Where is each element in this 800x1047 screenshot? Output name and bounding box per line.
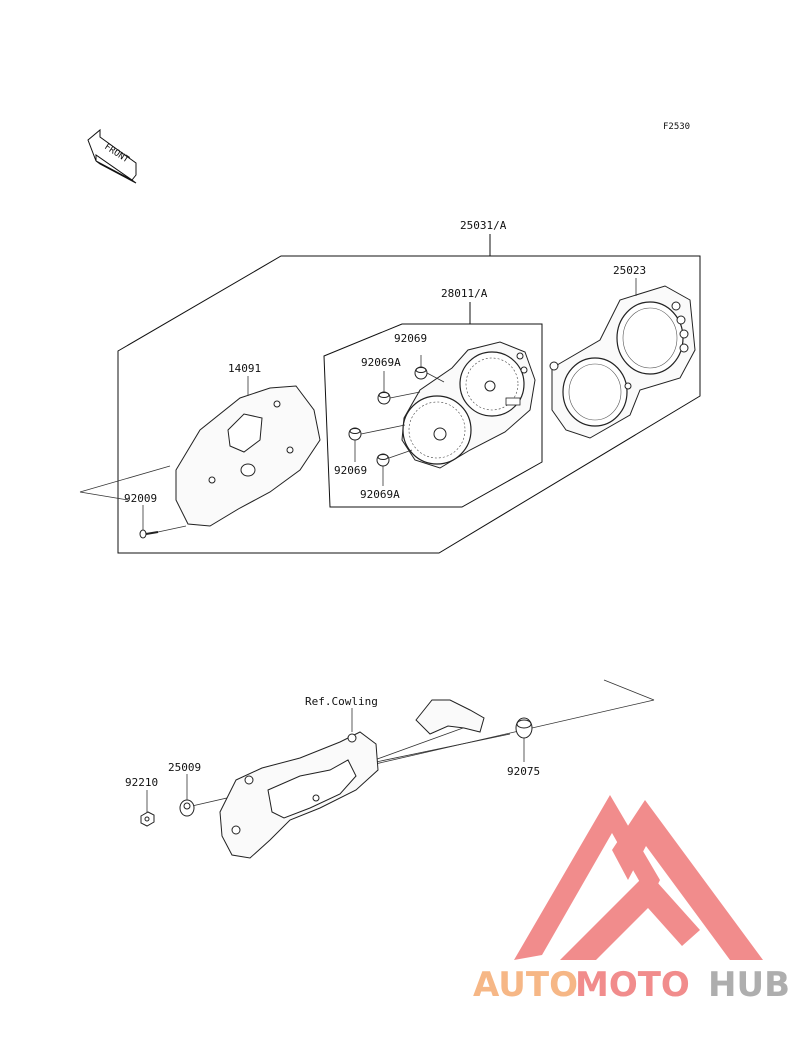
label-ref-cowling: Ref.Cowling [305, 695, 378, 708]
label-25023: 25023 [613, 264, 646, 277]
automotohub-logo: AUTO MOTO HUB [473, 795, 790, 1005]
bulb-92069A-top [377, 391, 391, 405]
figure-code: F2530 [663, 122, 690, 132]
meter-unit-outline [323, 323, 543, 508]
label-28011A: 28011/A [441, 287, 488, 300]
nut-part [140, 811, 155, 827]
assembly-outline [117, 255, 701, 554]
meter-cover-part [175, 385, 321, 527]
meter-unit-part [401, 341, 536, 469]
bulb-92069-top [414, 366, 428, 380]
damper-part [515, 717, 533, 739]
label-14091: 14091 [228, 362, 261, 375]
logo-word-moto: MOTO [575, 965, 690, 1005]
washer-part [179, 799, 195, 817]
bulb-92069A-bottom [376, 453, 390, 467]
logo-word-hub: HUB [708, 965, 790, 1005]
label-92069A-top: 92069A [361, 356, 401, 369]
label-25009: 25009 [168, 761, 201, 774]
screw-part [139, 529, 159, 539]
meter-case-part [549, 285, 696, 439]
label-92069-top: 92069 [394, 332, 427, 345]
bulb-92069-bottom [348, 427, 362, 441]
label-92069A-bottom: 92069A [360, 488, 400, 501]
label-92009: 92009 [124, 492, 157, 505]
meter-stay-part [219, 699, 485, 859]
label-25031A: 25031/A [460, 219, 507, 232]
label-92075: 92075 [507, 765, 540, 778]
front-arrow-icon: FRONT [87, 128, 137, 184]
label-92210: 92210 [125, 776, 158, 789]
logo-word-auto: AUTO [473, 965, 578, 1005]
label-92069-bottom: 92069 [334, 464, 367, 477]
